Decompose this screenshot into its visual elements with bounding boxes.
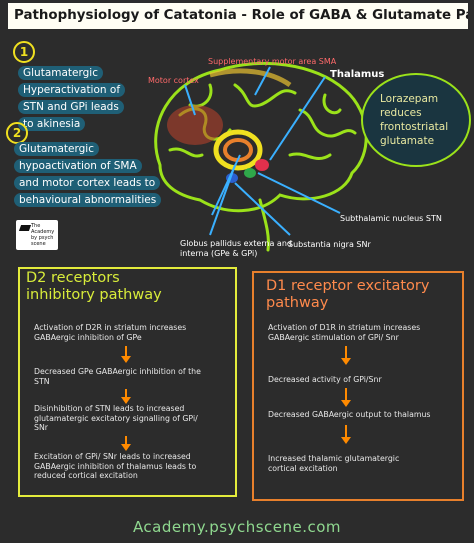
- d2-arrow-down-icon: [121, 436, 131, 451]
- d1-step-line: Increased thalamic glutamatergic: [268, 454, 400, 463]
- d1-step-line: cortical excitation: [268, 463, 338, 473]
- stn-label: Subthalamic nucleus STN: [340, 214, 442, 223]
- d1-step-line: Decreased GABAergic output to thalamus: [268, 410, 431, 419]
- lorazepam-line: Lorazepam reduces: [380, 93, 439, 119]
- note-2-line: and motor cortex leads to: [14, 176, 161, 190]
- motor-cortex-label: Motor cortex: [148, 76, 199, 85]
- graduation-cap-icon: [18, 225, 32, 231]
- d2-heading: D2 receptors inhibitory pathway: [26, 270, 162, 304]
- note-2-line: hypoactivation of SMA: [14, 159, 142, 173]
- globus-pallidus-label: Globus pallidus externa and: [180, 239, 292, 248]
- d1-heading-line: pathway: [266, 295, 329, 311]
- d1-heading: D1 receptor excitatory pathway: [266, 278, 429, 312]
- d2-step-line: STN: [34, 376, 50, 386]
- d2-step-2: Decreased GPe GABAergic inhibition of th…: [34, 367, 201, 386]
- note-1-line: STN and GPi leads: [18, 100, 124, 114]
- d2-step-line: Excitation of GPi/ SNr leads to increase…: [34, 452, 191, 461]
- lorazepam-line: frontostriatal: [380, 121, 449, 133]
- sma-region: [209, 68, 292, 88]
- sma-label: Supplementary motor area SMA: [208, 57, 337, 66]
- d2-step-1: Activation of D2R in striatum increases …: [34, 323, 186, 342]
- stn-region: [244, 168, 256, 178]
- note-1-line: Glutamatergic: [18, 66, 103, 80]
- d1-arrow-down-icon: [341, 388, 351, 407]
- page-title: Pathophysiology of Catatonia - Role of G…: [8, 3, 468, 29]
- logo-line: The: [31, 223, 41, 229]
- note-2-number-badge: 2: [6, 122, 28, 144]
- lorazepam-ellipse: [361, 73, 471, 167]
- footer-website: Academy.psychscene.com: [132, 518, 342, 536]
- motor-cortex-region: [167, 105, 223, 145]
- d1-step-2: Decreased activity of GPi/Snr: [268, 375, 382, 385]
- note-2-line: Glutamatergic: [14, 142, 99, 156]
- d1-step-1: Activation of D1R in striatum increases …: [268, 323, 420, 342]
- d1-step-4: Increased thalamic glutamatergic cortica…: [268, 454, 399, 473]
- d1-arrow-down-icon: [341, 425, 351, 444]
- d2-step-4: Excitation of GPi/ SNr leads to increase…: [34, 452, 196, 481]
- d1-pathway-box: [252, 271, 464, 501]
- note-2: Glutamatergic hypoactivation of SMA and …: [14, 142, 162, 210]
- lorazepam-line: glutamate: [380, 135, 435, 147]
- logo-text: The Academy by psych scene: [31, 223, 58, 247]
- note-1-line: to akinesia: [18, 117, 86, 131]
- d1-heading-line: D1 receptor excitatory: [266, 278, 430, 294]
- substantia-nigra-label: Substantia nigra SNr: [288, 240, 371, 249]
- d2-step-line: Decreased GPe GABAergic inhibition of th…: [34, 367, 201, 376]
- d1-arrow-down-icon: [341, 346, 351, 365]
- note-2-line: behavioural abnormalities: [14, 193, 162, 207]
- thalamus-region: [255, 159, 269, 171]
- d2-step-line: glutamatergic excitatory signalling of G…: [34, 413, 198, 423]
- striatum-ring: [213, 129, 263, 171]
- label-pointer-arrows: [184, 66, 341, 236]
- d2-step-line: GABAergic inhibition of thalamus leads t…: [34, 461, 197, 471]
- d2-pathway-box: [18, 267, 237, 497]
- logo-line: Academy: [31, 229, 55, 235]
- d1-step-line: GABAergic stimulation of GPi/ Snr: [268, 332, 399, 342]
- logo-line: by psych scene: [31, 235, 54, 247]
- d2-step-line: SNr: [34, 423, 48, 432]
- d1-step-line: Activation of D1R in striatum increases: [268, 323, 421, 332]
- brain-illustration: [154, 61, 368, 252]
- d2-arrow-down-icon: [121, 346, 131, 363]
- note-1-number-badge: 1: [13, 41, 35, 63]
- d2-step-line: Disinhibition of STN leads to increased: [34, 404, 185, 413]
- lorazepam-note: Lorazepam reduces frontostriatal glutama…: [380, 92, 474, 148]
- d1-step-line: Decreased activity of GPi/Snr: [268, 375, 382, 384]
- d2-step-3: Disinhibition of STN leads to increased …: [34, 404, 198, 433]
- academy-logo: The Academy by psych scene: [16, 220, 58, 250]
- d2-step-line: reduced cortical excitation: [34, 471, 138, 480]
- note-1: Glutamatergic Hyperactivation of STN and…: [18, 66, 126, 134]
- d1-step-3: Decreased GABAergic output to thalamus: [268, 410, 430, 420]
- globus-pallidus-label-line2: interna (GPe & GPi): [180, 249, 258, 258]
- d2-heading-line: inhibitory pathway: [26, 287, 162, 303]
- note-1-line: Hyperactivation of: [18, 83, 126, 97]
- d2-arrow-down-icon: [121, 389, 131, 404]
- thalamus-label: Thalamus: [330, 69, 385, 80]
- d2-step-line: Activation of D2R in striatum increases: [34, 323, 187, 332]
- d2-step-line: GABAergic inhibition of GPe: [34, 332, 142, 342]
- d2-heading-line: D2 receptors: [26, 270, 120, 286]
